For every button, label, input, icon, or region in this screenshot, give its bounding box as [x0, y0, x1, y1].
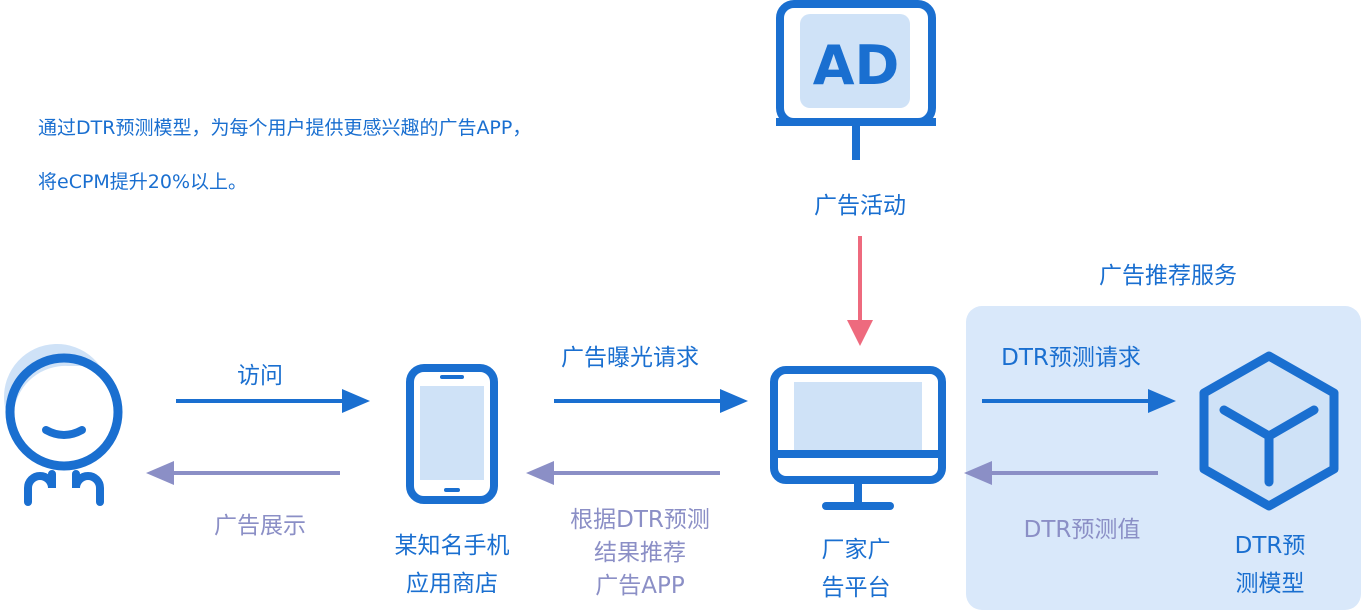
model-label-2: 测模型: [1235, 571, 1305, 597]
edge-exposure-request-label: 广告曝光请求: [561, 345, 699, 371]
app-store-label-2: 应用商店: [406, 571, 498, 597]
phone-icon: [406, 364, 498, 504]
model-label-1: DTR预: [1234, 533, 1306, 559]
arrow-ad-display: [146, 461, 340, 485]
edge-recommend-label-1: 根据DTR预测: [570, 507, 710, 533]
intro-line-1: 通过DTR预测模型，为每个用户提供更感兴趣的广告APP，: [38, 117, 532, 139]
monitor-icon: [770, 366, 946, 510]
edge-dtr-value-label: DTR预测值: [1023, 517, 1141, 543]
user-icon: [4, 344, 123, 506]
edge-dtr-request-label: DTR预测请求: [1001, 345, 1141, 371]
edge-recommend-label-3: 广告APP: [595, 573, 685, 599]
arrow-dtr-value: [964, 461, 1158, 485]
app-store-label-1: 某知名手机: [394, 533, 510, 559]
ad-badge-text: AD: [813, 34, 900, 97]
arrow-recommend: [526, 461, 720, 485]
platform-label-2: 告平台: [821, 575, 891, 601]
ad-service-title: 广告推荐服务: [1099, 263, 1237, 289]
platform-label-1: 厂家广: [821, 537, 891, 563]
intro-line-2: 将eCPM提升20%以上。: [38, 171, 248, 193]
arrow-visit: [176, 389, 370, 413]
cube-icon: [1199, 351, 1339, 511]
arrow-dtr-request: [982, 389, 1176, 413]
ad-activity-label: 广告活动: [814, 193, 906, 219]
arrow-exposure-request: [554, 389, 748, 413]
ad-monitor-icon: AD: [776, 0, 936, 160]
edge-visit-label: 访问: [237, 363, 283, 389]
edge-ad-display-label: 广告展示: [214, 513, 306, 539]
arrow-ad-to-platform: [847, 236, 873, 346]
edge-recommend-label-2: 结果推荐: [594, 540, 686, 566]
